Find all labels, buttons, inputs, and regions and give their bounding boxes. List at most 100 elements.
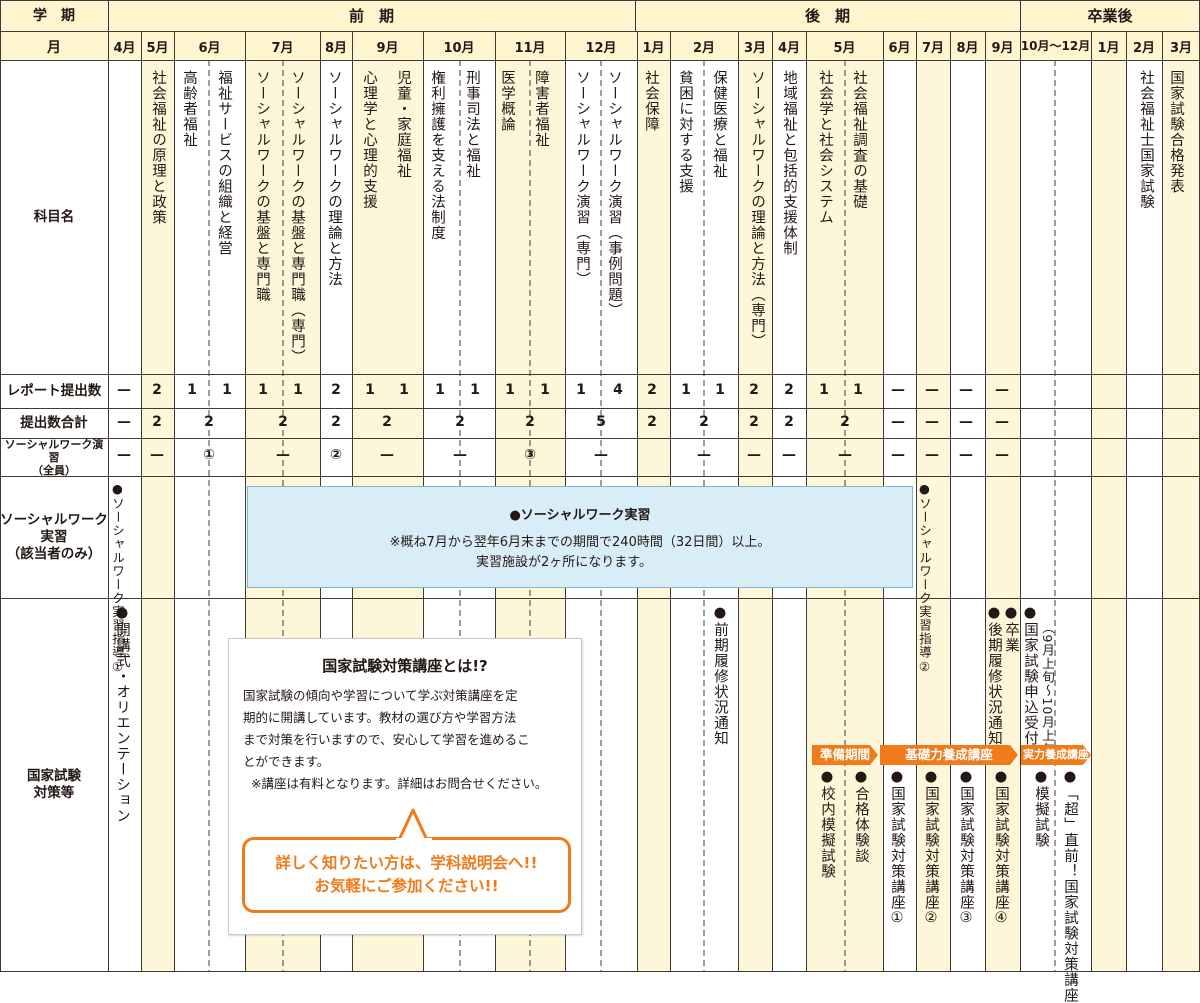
- month-stripe: [141, 60, 174, 972]
- report-count: 1: [505, 382, 515, 398]
- sw-box-line2: 実習施設が2ヶ所になります。: [476, 555, 652, 570]
- callout-pointer: [396, 808, 432, 841]
- sw-box-line1: ※概ね7月から翌年6月末までの期間で240時間（32日間）以上。: [389, 535, 771, 550]
- report-count: —: [959, 382, 973, 398]
- pass-experience-talk: ●合格体験談: [853, 769, 869, 864]
- sw-practice-session: —: [838, 447, 852, 463]
- banner-practical-course: 実力養成講座: [1021, 745, 1091, 765]
- exam-application: ●国家試験申込受付: [1022, 605, 1038, 746]
- row-label-total: 提出数合計: [20, 414, 88, 431]
- sw-practice-session: —: [782, 447, 796, 463]
- sw-practice-session: —: [380, 447, 394, 463]
- month-header: 7月: [271, 41, 294, 56]
- sw-field-practice-box: ●ソーシャルワーク実習 ※概ね7月から翌年6月末までの期間で240時間（32日間…: [247, 486, 913, 588]
- exam-course-2: ●国家試験対策講座②: [923, 769, 939, 927]
- subject-name: 地域福祉と包括的支援体制: [781, 70, 797, 256]
- report-count: 2: [784, 382, 794, 398]
- sw-practice-session: —: [150, 447, 164, 463]
- report-total: 2: [699, 414, 709, 430]
- graduation-event: ●卒業: [1003, 605, 1019, 653]
- subject-name: 社会福祉士国家試験: [1138, 70, 1154, 210]
- report-count: 1: [365, 382, 375, 398]
- report-count: —: [925, 382, 939, 398]
- subject-name: 障害者福祉: [533, 70, 549, 148]
- month-header: 5月: [146, 41, 169, 56]
- label-column-background: [0, 60, 108, 972]
- report-count: 1: [435, 382, 445, 398]
- report-count: 1: [470, 382, 480, 398]
- row-label-subjects: 科目名: [33, 208, 75, 225]
- month-header: 4月: [113, 41, 136, 56]
- month-header: 1月: [1097, 41, 1120, 56]
- semester-second: 後 期: [804, 7, 850, 25]
- banner-basic-course: 基礎力養成講座: [880, 745, 1018, 765]
- subject-name: 貧困に対する支援: [677, 70, 693, 194]
- report-total: —: [995, 414, 1009, 430]
- report-total: —: [959, 414, 973, 430]
- info-box-body-2: 期的に開講しています。教材の選び方や学習方法: [243, 710, 517, 725]
- month-header: 7月: [921, 41, 945, 56]
- month-header: 8月: [324, 41, 348, 56]
- sw-practice-session: —: [747, 447, 761, 463]
- sw-practice-session: —: [995, 447, 1009, 463]
- month-stripe: [1162, 60, 1200, 972]
- subject-name: 国家試験合格発表: [1168, 70, 1184, 194]
- report-count: 4: [613, 382, 623, 398]
- sw-practice-session: ③: [524, 447, 536, 463]
- subject-name: 刑事司法と福祉: [464, 70, 480, 179]
- month-header: 8月: [956, 41, 979, 56]
- row-label-reports: レポート提出数: [6, 382, 102, 399]
- semester-header-label: 学 期: [33, 8, 75, 24]
- subject-name: ソーシャルワークの基盤と専門職: [254, 70, 270, 303]
- month-stripe: [916, 60, 950, 972]
- month-header: 11月: [514, 41, 546, 56]
- month-header: 1月: [642, 41, 665, 56]
- second-term-notice: ●後期履修状況通知: [986, 605, 1002, 746]
- subject-name: 福祉サービスの組織と経営: [216, 70, 232, 256]
- subject-name: 社会学と社会システム: [817, 70, 833, 225]
- mock-exam: ●模擬試験: [1033, 769, 1049, 848]
- seminar-invite-callout: 詳しく知りたい方は、学科説明会へ!! お気軽にご参加ください!!: [242, 837, 571, 913]
- subject-name: ソーシャルワーク演習（事例問題）: [606, 70, 622, 318]
- exam-application-period: （9月上旬〜10月上旬）: [1040, 621, 1055, 770]
- subject-name: 児童・家庭福祉: [395, 70, 411, 179]
- subject-name: 社会福祉調査の基礎: [851, 70, 867, 210]
- sw-practice-session: ①: [203, 447, 215, 463]
- sw-practice-session: —: [697, 447, 711, 463]
- subject-name: 権利擁護を支える法制度: [429, 70, 445, 241]
- report-count: 1: [187, 382, 197, 398]
- report-total: 2: [840, 414, 850, 430]
- month-header: 10月: [443, 41, 475, 56]
- month-stripe: [985, 60, 1020, 972]
- month-header: 2月: [1132, 41, 1156, 56]
- mock-exam-school: ●校内模擬試験: [819, 769, 835, 879]
- sw-practice-session: —: [594, 447, 608, 463]
- row-label-exam: 国家試験対策等: [27, 768, 81, 801]
- report-total: 2: [749, 414, 759, 430]
- month-header: 6月: [198, 41, 221, 56]
- sw-box-title: ●ソーシャルワーク実習: [509, 508, 651, 523]
- report-count: 2: [152, 382, 162, 398]
- month-header: 3月: [743, 41, 767, 56]
- month-header: 6月: [888, 41, 911, 56]
- sw-guidance-2: ●ソーシャルワーク実習指導②: [917, 481, 932, 675]
- sw-practice-session: —: [959, 447, 973, 463]
- info-box-title: 国家試験対策講座とは!?: [322, 657, 488, 675]
- month-header: 9月: [376, 41, 399, 56]
- report-count: 2: [331, 382, 341, 398]
- month-header: 12月: [585, 41, 617, 56]
- month-header: 3月: [1169, 41, 1193, 56]
- report-count: 2: [749, 382, 759, 398]
- report-count: —: [891, 382, 905, 398]
- report-count: —: [117, 382, 131, 398]
- info-box-note: ※講座は有料となります。詳細はお問合せください。: [251, 776, 548, 791]
- subject-name: ソーシャルワークの理論と方法（専門）: [749, 70, 765, 349]
- month-header-label: 月: [47, 40, 61, 56]
- report-count: 2: [647, 382, 657, 398]
- report-total: 2: [278, 414, 288, 430]
- report-total: 2: [525, 414, 535, 430]
- report-total: 5: [596, 414, 606, 430]
- subject-name: 社会保障: [643, 70, 659, 132]
- report-total: 2: [647, 414, 657, 430]
- report-total: 2: [331, 414, 341, 430]
